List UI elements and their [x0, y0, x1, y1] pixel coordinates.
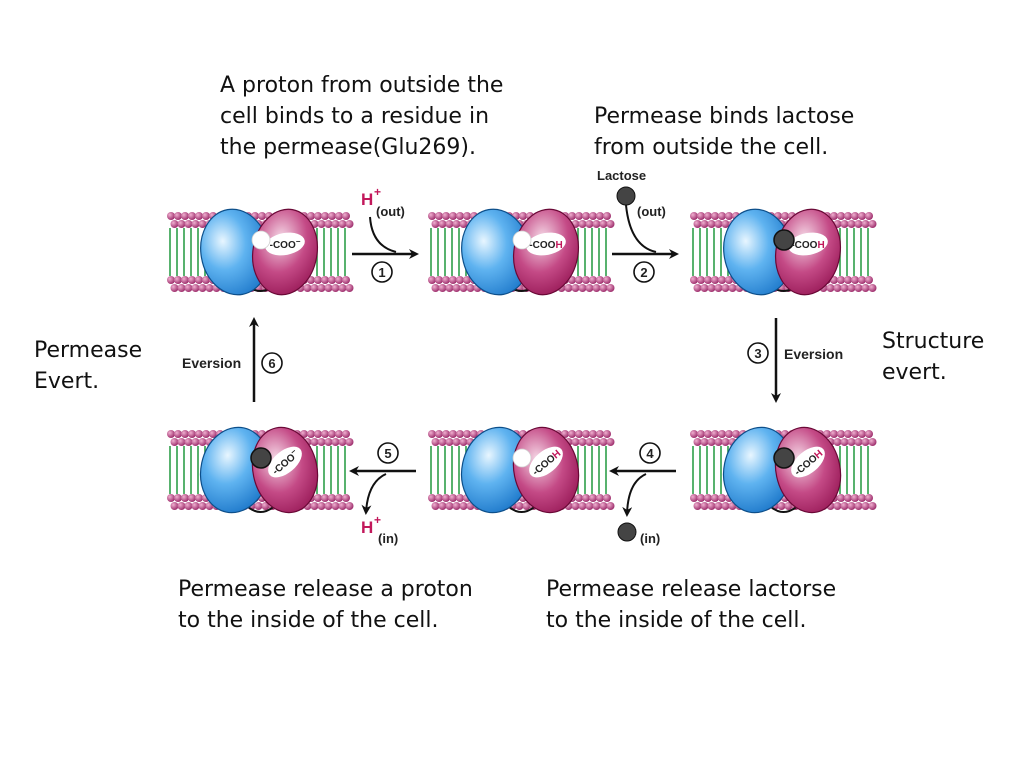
- svg-text:+: +: [374, 513, 381, 527]
- lactose-label: Lactose: [597, 168, 646, 183]
- permease-state-4: -COOH: [690, 426, 877, 514]
- permease-state-1: -COO−: [167, 208, 354, 296]
- residue-label: -COOH: [529, 240, 562, 251]
- proton-out-label: H: [361, 190, 373, 209]
- step-4-number: 4: [646, 446, 654, 461]
- step-4-arrow: 4 (in): [609, 442, 676, 546]
- caption-step-4: Permease release lactorse to the inside …: [546, 577, 837, 633]
- svg-text:+: +: [374, 185, 381, 199]
- lactose-out-icon: [616, 186, 636, 206]
- step-2-number: 2: [640, 265, 647, 280]
- eversion-label-6: Eversion: [182, 355, 241, 371]
- out-label: (out): [376, 204, 405, 219]
- eversion-label-3: Eversion: [784, 346, 843, 362]
- step-2-arrow: 2 Lactose (out): [597, 168, 679, 283]
- proton-in-label: H: [361, 518, 373, 537]
- out-label-2: (out): [637, 204, 666, 219]
- permease-state-6: -COO−: [167, 426, 354, 514]
- step-6-arrow: 6 Eversion: [182, 317, 283, 402]
- step-1-number: 1: [378, 265, 385, 280]
- step-5-arrow: 5 H + (in): [349, 442, 416, 546]
- bound-lactose-icon: [773, 229, 795, 251]
- caption-step-6: Permease Evert.: [34, 338, 143, 394]
- residue-label: -COO−: [270, 237, 301, 251]
- caption-step-3: Structure evert.: [882, 329, 985, 385]
- empty-binding-pocket: [512, 448, 532, 468]
- step-3-number: 3: [754, 346, 761, 361]
- step-1-arrow: 1 H + (out): [352, 185, 419, 283]
- permease-state-5: -COOH: [428, 426, 615, 514]
- bound-lactose-icon: [773, 447, 795, 469]
- permease-state-3: -COOH: [690, 208, 877, 296]
- step-6-number: 6: [268, 356, 275, 371]
- lactose-in-icon: [617, 522, 637, 542]
- bound-lactose-icon: [250, 447, 272, 469]
- empty-binding-pocket: [512, 230, 532, 250]
- residue-label: -COOH: [791, 240, 824, 251]
- in-label-4: (in): [640, 531, 660, 546]
- in-label-5: (in): [378, 531, 398, 546]
- empty-binding-pocket: [251, 230, 271, 250]
- caption-step-5: Permease release a proton to the inside …: [178, 577, 473, 633]
- step-3-arrow: 3 Eversion: [747, 318, 843, 403]
- caption-step-2: Permease binds lactose from outside the …: [594, 104, 855, 160]
- caption-step-1: A proton from outside the cell binds to …: [220, 73, 504, 160]
- permease-state-2: -COOH: [428, 208, 615, 296]
- step-5-number: 5: [384, 446, 391, 461]
